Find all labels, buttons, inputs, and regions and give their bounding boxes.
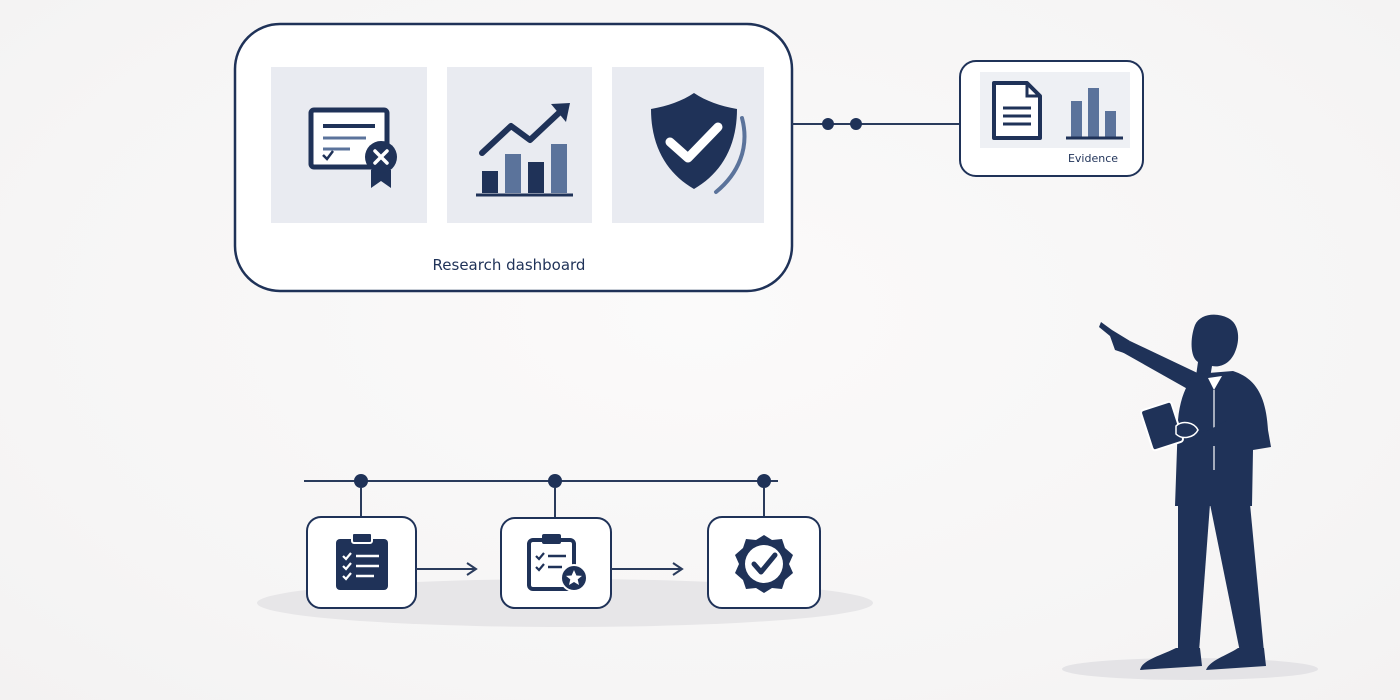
reviewed-clipboard-icon (527, 534, 588, 592)
connector-node (822, 118, 834, 130)
bar-chart-icon (1066, 88, 1123, 140)
connector-node (850, 118, 862, 130)
evidence-box: Evidence (959, 60, 1144, 177)
evidence-connector (792, 118, 960, 130)
shield-check-icon (651, 93, 747, 194)
trend-chart-icon (476, 103, 573, 197)
flow-arrow (416, 562, 478, 576)
process-step-2 (500, 517, 612, 609)
dashboard-label: Research dashboard (433, 256, 586, 274)
tile-background (447, 67, 592, 223)
research-dashboard-panel: Research dashboard (233, 22, 794, 293)
checklist-clipboard-icon (336, 532, 388, 590)
evidence-label: Evidence (1068, 152, 1118, 165)
verified-badge-icon (735, 535, 793, 593)
presenter-figure-icon (1062, 314, 1318, 680)
process-step-1 (306, 516, 417, 609)
certificate-rejected-icon (308, 107, 397, 188)
timeline-node (757, 474, 771, 488)
process-step-3 (707, 516, 821, 609)
flow-arrow (611, 562, 684, 576)
process-flow (257, 474, 873, 627)
dashboard-tile-trend (447, 67, 592, 223)
dashboard-tile-shield (612, 67, 764, 223)
timeline-node (354, 474, 368, 488)
dashboard-tile-certificate (271, 67, 427, 223)
timeline-node (548, 474, 562, 488)
document-icon (992, 81, 1042, 140)
